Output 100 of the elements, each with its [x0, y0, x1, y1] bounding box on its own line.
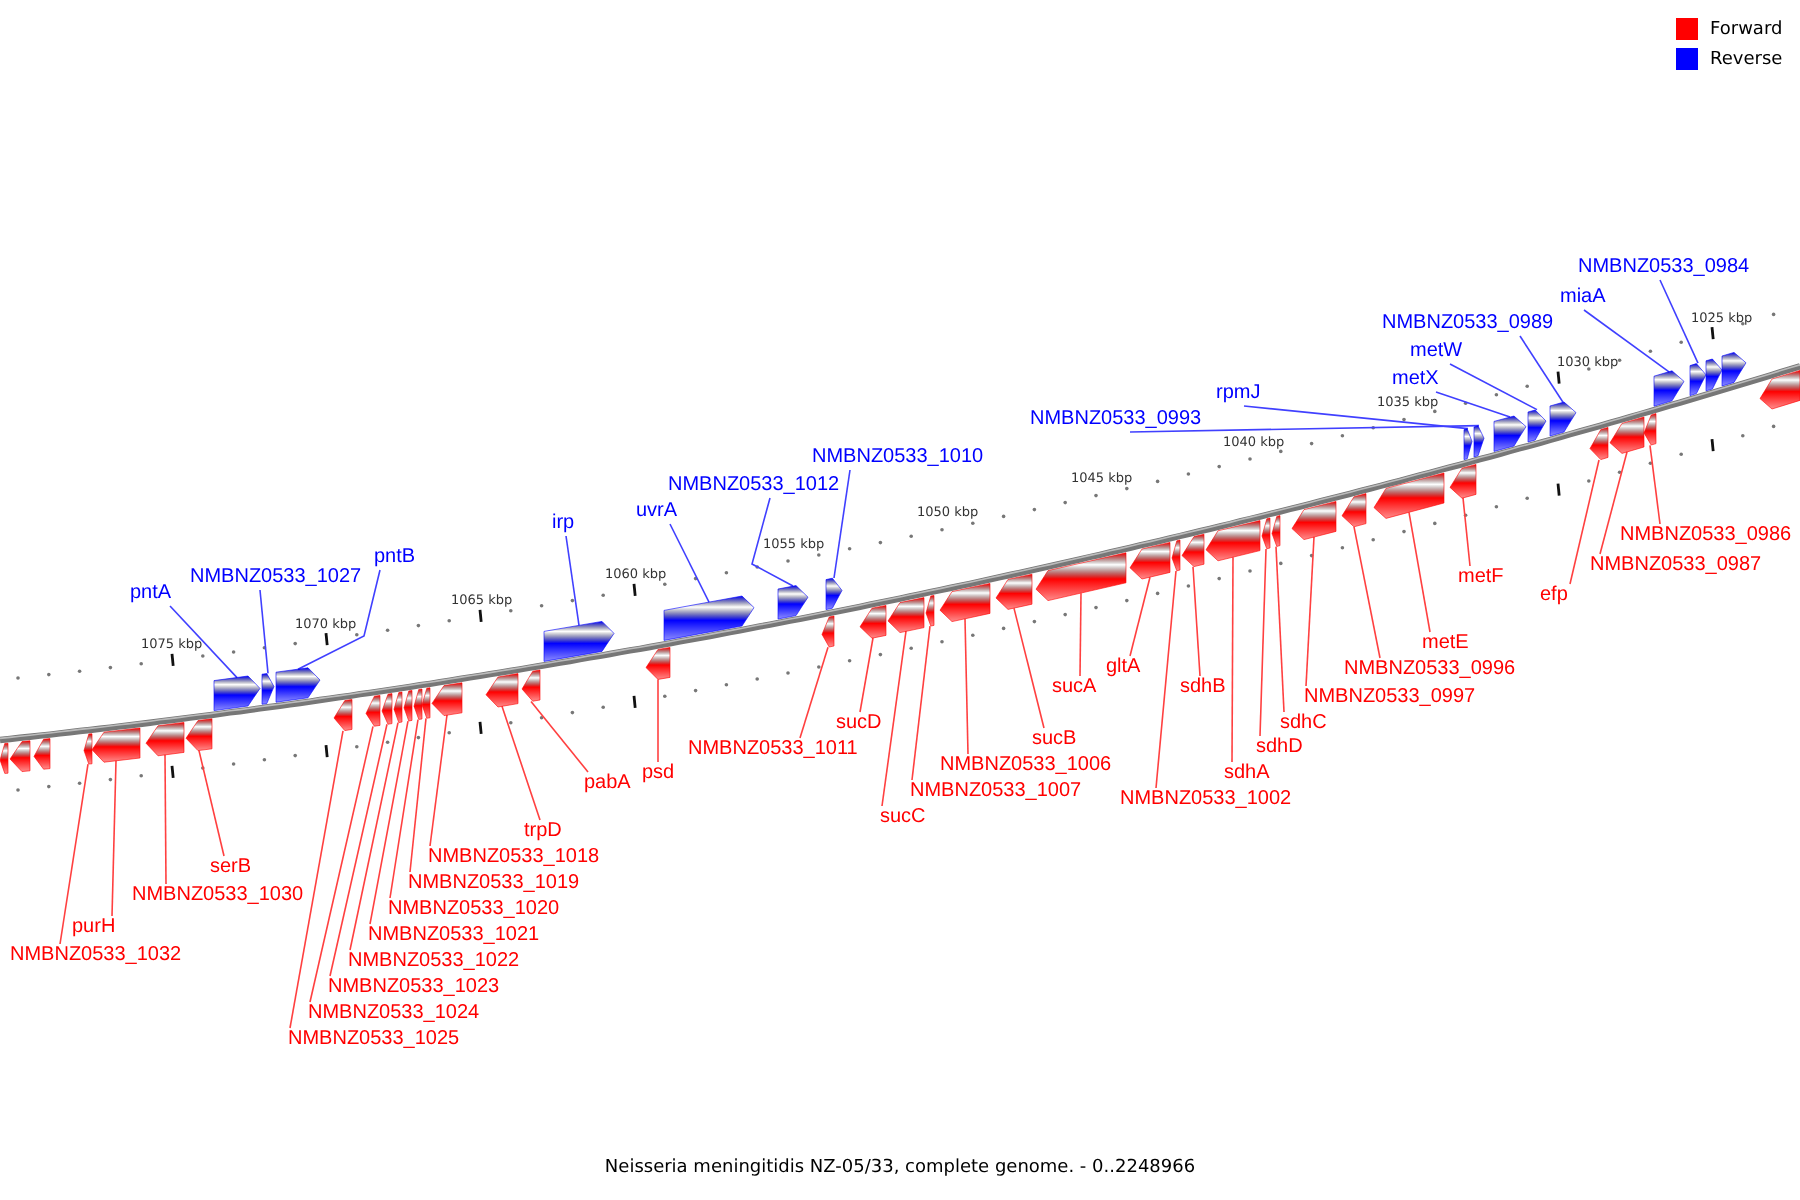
gene-block: [381, 693, 393, 725]
gene-block: [1473, 425, 1485, 458]
leader-line: [1259, 548, 1267, 737]
gene-label: NMBNZ0533_1021: [368, 924, 540, 948]
gene-label: NMBNZ0533_1007: [910, 780, 1082, 804]
gene-block: [33, 738, 51, 770]
gene-block: [825, 577, 843, 610]
gene-block: [1689, 363, 1707, 396]
leader-line: [1305, 536, 1315, 687]
gene-label: sucC: [880, 806, 926, 830]
gene-label: pntA: [130, 582, 172, 606]
gene-label: NMBNZ0533_1018: [428, 846, 600, 870]
leader-line: [369, 720, 409, 925]
gene-block: [777, 585, 809, 620]
leader-line: [964, 618, 969, 755]
leader-line: [833, 469, 851, 579]
gene-block: [859, 605, 887, 639]
gene-label: NMBNZ0533_0987: [1590, 554, 1762, 578]
gene-label: NMBNZ0533_1027: [190, 566, 362, 590]
gene-block: [645, 647, 671, 680]
gene-block: [1527, 409, 1547, 443]
gene-label: NMBNZ0533_0997: [1304, 686, 1476, 710]
leader-line: [169, 605, 238, 679]
gene-block: [485, 673, 519, 708]
gene-block: [1341, 493, 1367, 528]
gene-label: metX: [1392, 368, 1439, 392]
gene-label: sdhD: [1256, 736, 1303, 760]
leader-line: [1353, 526, 1381, 659]
gene-label: NMBNZ0533_0984: [1578, 256, 1750, 280]
gene-label: NMBNZ0533_1006: [940, 754, 1112, 778]
gene-label: uvrA: [636, 500, 678, 524]
gene-label: metF: [1458, 566, 1504, 590]
leader-line: [530, 700, 589, 773]
gene-block: [145, 722, 185, 757]
leader-line: [1462, 497, 1471, 567]
leader-line: [289, 730, 344, 1029]
leader-line: [669, 523, 710, 603]
gene-label: efp: [1540, 584, 1568, 608]
leader-line: [1243, 405, 1469, 430]
leader-line: [1583, 309, 1670, 373]
gene-block: [1549, 401, 1577, 437]
leader-line: [1408, 511, 1431, 633]
gene-label: serB: [210, 856, 252, 880]
gene-label: pabA: [584, 772, 631, 796]
gene-block: [413, 688, 423, 720]
gene-label: metW: [1410, 340, 1463, 364]
gene-label: sdhC: [1280, 712, 1327, 736]
leader-line: [881, 630, 907, 807]
gene-block: [1373, 472, 1445, 519]
gene-block: [393, 691, 403, 723]
leader-line: [259, 589, 269, 675]
gene-block: [521, 669, 541, 702]
gene-label: NMBNZ0533_0989: [1382, 312, 1554, 336]
gene-block: [403, 690, 413, 722]
gene-label: sucD: [836, 712, 882, 736]
gene-label: sucA: [1052, 676, 1097, 700]
gene-label: gltA: [1106, 656, 1141, 680]
gene-label: irp: [552, 512, 575, 536]
gene-label: NMBNZ0533_1011: [688, 738, 858, 762]
gene-block: [1463, 428, 1473, 460]
gene-label: NMBNZ0533_1024: [308, 1002, 480, 1026]
gene-label: NMBNZ0533_1019: [408, 872, 580, 896]
leader-line: [1569, 459, 1600, 585]
gene-label: sdhA: [1224, 762, 1270, 786]
leader-line: [59, 763, 89, 945]
gene-label: rpmJ: [1216, 382, 1261, 406]
gene-block: [1449, 464, 1477, 499]
gene-block: [1705, 358, 1723, 392]
gene-block: [365, 695, 381, 727]
leader-line: [198, 749, 225, 857]
gene-label: NMBNZ0533_0993: [1030, 408, 1202, 432]
gene-block: [995, 573, 1033, 610]
gene-block: [939, 583, 991, 622]
gene-label: NMBNZ0533_0986: [1620, 524, 1792, 548]
gene-label: trpD: [524, 820, 562, 844]
gene-block: [1291, 501, 1337, 540]
legend-label: Forward: [1710, 20, 1783, 40]
leader-line: [1192, 566, 1201, 677]
gene-label: NMBNZ0533_1012: [668, 474, 840, 498]
gene-label: sucB: [1032, 728, 1077, 752]
legend-label: Reverse: [1710, 50, 1783, 70]
leader-line: [1079, 592, 1082, 677]
gene-label: NMBNZ0533_1030: [132, 884, 304, 908]
leader-line: [751, 497, 794, 587]
leader-line: [1155, 570, 1177, 789]
gene-label: sdhB: [1180, 676, 1226, 700]
leader-line: [329, 723, 388, 977]
gene-label: miaA: [1560, 286, 1606, 310]
leader-line: [1435, 391, 1511, 418]
leader-line: [799, 646, 829, 739]
leader-line: [859, 637, 874, 713]
gene-block: [333, 699, 353, 731]
leader-line: [911, 625, 931, 781]
leader-line: [1599, 451, 1628, 555]
leader-line: [389, 718, 419, 899]
gene-label: NMBNZ0533_1022: [348, 950, 520, 974]
gene-block: [185, 718, 213, 751]
gene-block: [1759, 370, 1800, 410]
leader-line: [1659, 279, 1699, 364]
leader-line: [309, 725, 374, 1003]
